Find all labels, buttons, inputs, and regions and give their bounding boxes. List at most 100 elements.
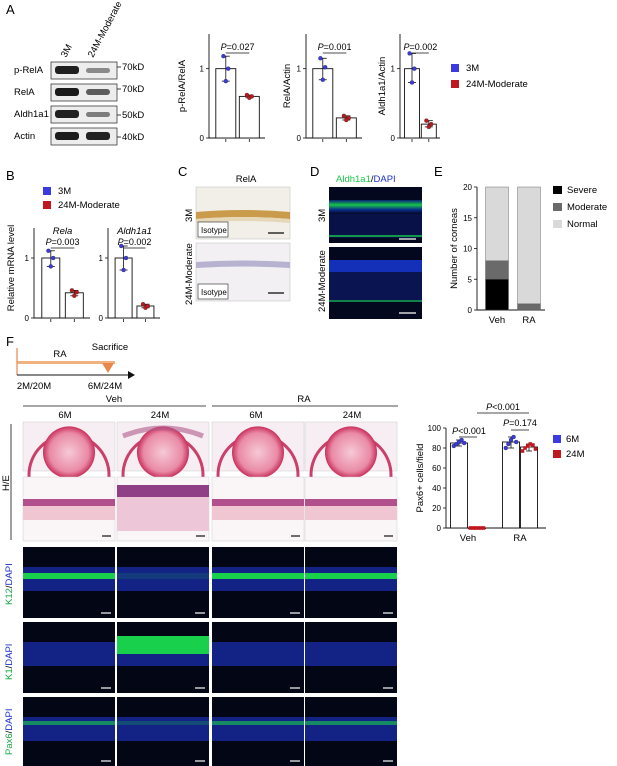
legend-e-normal: Normal xyxy=(567,219,598,230)
marker-layer xyxy=(117,573,209,579)
panel-d-title-blue: DAPI xyxy=(374,174,396,185)
legend-f-swatch-6m xyxy=(553,435,561,443)
he-epithelium xyxy=(305,499,397,506)
row-label-k12: K12/DAPI xyxy=(4,563,15,605)
y-tick-label: 0 xyxy=(437,524,442,533)
panel-d-row-3m: 3M xyxy=(317,209,328,222)
row-labels: H/E K12/DAPI K1/DAPI Pax6/DAPI xyxy=(1,424,15,755)
y-tick-label: 60 xyxy=(432,464,441,473)
timeline-start-label: 2M/20M xyxy=(17,381,51,392)
legend-f-swatch-24m xyxy=(553,450,561,458)
data-point xyxy=(323,65,328,70)
timeline-ra-label: RA xyxy=(53,349,67,360)
y-axis-label: Number of corneas xyxy=(449,208,460,289)
data-point xyxy=(479,526,483,530)
marker-layer xyxy=(212,721,304,725)
dapi-layer xyxy=(212,717,304,741)
y-tick-label: 0 xyxy=(200,134,205,143)
marker-layer xyxy=(23,573,115,579)
data-point xyxy=(407,51,412,56)
y-tick-label: 10 xyxy=(463,245,472,254)
micrograph-k12-2 xyxy=(212,547,304,618)
y-tick-label: 1 xyxy=(25,254,30,263)
group-ra: RA xyxy=(297,394,311,405)
p-value: P=0.002 xyxy=(118,237,152,247)
micrograph-pax6-2 xyxy=(212,697,304,766)
data-point xyxy=(72,293,77,298)
blot-size-3: 50kD xyxy=(122,110,144,121)
legend-panel-f: 6M 24M xyxy=(553,434,585,460)
legend-f-24m: 24M xyxy=(566,449,585,460)
data-point xyxy=(223,78,228,84)
he-stroma xyxy=(117,497,209,531)
data-point xyxy=(121,267,126,273)
legend-label-24m: 24M-Moderate xyxy=(466,79,528,90)
y-tick-label: 80 xyxy=(432,444,441,453)
timeline-sacrifice-marker xyxy=(102,363,114,373)
data-point xyxy=(346,115,351,121)
dapi-layer xyxy=(117,717,209,741)
panel-d-title-green: Aldh1a1 xyxy=(336,174,371,185)
data-point xyxy=(140,302,146,307)
legend-swatch-24m xyxy=(451,80,459,88)
micrograph-k1-0 xyxy=(23,622,115,693)
dapi-layer xyxy=(305,717,397,741)
y-tick-label: 40 xyxy=(432,484,441,493)
he-epithelium xyxy=(23,499,115,506)
data-point xyxy=(508,437,514,443)
panel-letter-f: F xyxy=(6,334,14,349)
panel-letter-c: C xyxy=(178,164,187,179)
micrograph-he-2 xyxy=(211,476,305,542)
panel-letter-e: E xyxy=(434,164,443,179)
y-axis-label: Relative mRNA level xyxy=(6,225,17,312)
stacked-bar-segment xyxy=(517,186,541,305)
data-point xyxy=(412,66,417,71)
micrograph-he-1 xyxy=(116,476,210,542)
dapi-layer xyxy=(23,642,115,666)
y-axis-label: Aldh1a1/Actin xyxy=(377,57,388,116)
timeline-treatment-bar xyxy=(17,361,115,364)
timeline-end-label: 6M/24M xyxy=(88,381,122,392)
group-veh: Veh xyxy=(106,394,122,405)
legend-e-severe: Severe xyxy=(567,185,597,196)
data-point xyxy=(528,442,533,446)
data-point xyxy=(123,255,129,261)
bar xyxy=(520,446,538,529)
he-epithelium xyxy=(212,499,304,506)
data-point xyxy=(69,288,75,293)
y-tick-label: 0 xyxy=(391,134,396,143)
y-tick-label: 20 xyxy=(463,183,472,192)
micrograph-pax6-3 xyxy=(305,697,397,766)
micrograph-pax6-0 xyxy=(23,697,115,766)
data-point xyxy=(468,526,473,530)
eye-cornea-thick xyxy=(122,425,204,439)
micrograph-k12-1 xyxy=(117,547,209,618)
he-epithelium xyxy=(117,485,209,497)
western-blot: 3M 24M-Moderate p-RelA RelA Aldh1a1 Acti… xyxy=(14,0,144,146)
y-tick-label: 1 xyxy=(200,65,205,74)
marker-layer xyxy=(305,721,397,725)
chart-title: Aldh1a1 xyxy=(116,226,152,237)
blot-size-1: 70kD xyxy=(122,62,144,73)
row-label-pax6: Pax6/DAPI xyxy=(4,709,15,755)
he-stroma xyxy=(305,506,397,520)
legend-b-label-3m: 3M xyxy=(58,186,71,197)
data-point xyxy=(459,437,464,443)
data-point xyxy=(533,447,538,451)
column-24m-veh: 24M xyxy=(151,410,170,421)
data-point xyxy=(318,56,323,61)
x-tick-label: Veh xyxy=(489,315,505,326)
column-6m-ra: 6M xyxy=(249,410,262,421)
column-6m-veh: 6M xyxy=(58,410,71,421)
y-axis-label: Pax6+ cells/field xyxy=(415,444,426,513)
micrograph-k1-1 xyxy=(117,622,209,693)
micrograph-k12-0 xyxy=(23,547,115,618)
y-tick-label: 5 xyxy=(468,275,473,284)
if-aldh1a1-24m-image xyxy=(329,247,422,319)
y-axis-label: RelA/Actin xyxy=(282,64,293,108)
